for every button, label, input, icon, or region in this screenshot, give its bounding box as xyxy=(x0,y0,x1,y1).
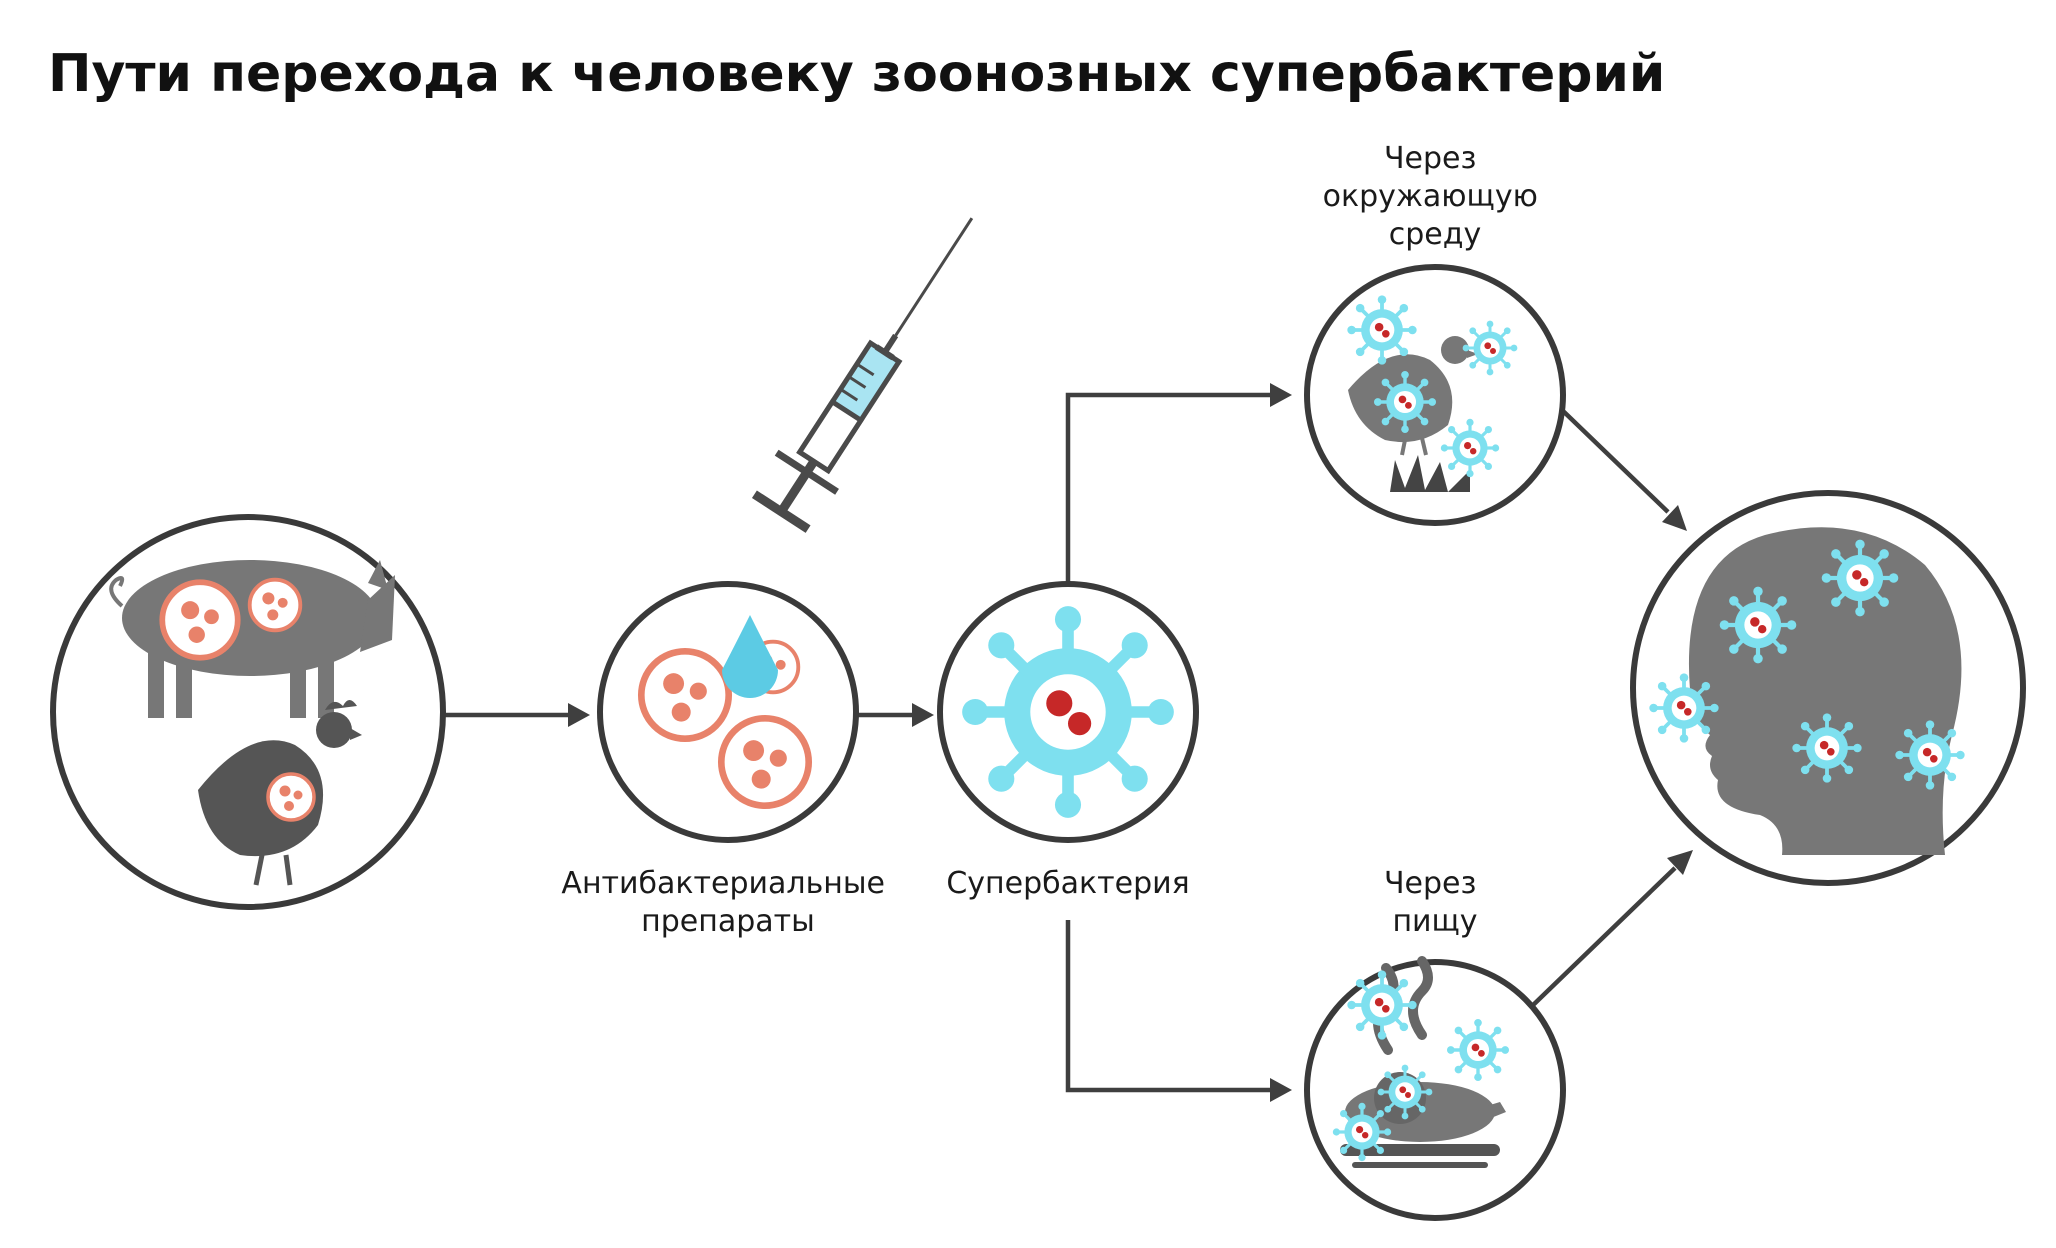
superbug-icon xyxy=(1331,1101,1393,1163)
superbug-icon xyxy=(1376,1063,1434,1121)
diagram-title: Пути перехода к человеку зоонозных супер… xyxy=(48,44,1665,104)
food-node xyxy=(1304,956,1566,1221)
animals-node xyxy=(50,514,446,910)
superbug-icon xyxy=(1720,587,1797,664)
chicken-icon xyxy=(198,700,362,886)
superbug-icon xyxy=(1445,1017,1511,1083)
bacterium-cell xyxy=(641,651,728,738)
connectors xyxy=(445,383,1693,1102)
pig-icon xyxy=(109,560,395,718)
drop-icon xyxy=(722,615,778,698)
syringe-icon xyxy=(751,217,974,533)
superbug-icon xyxy=(1345,968,1419,1042)
label-antibiotics: Антибактериальные препараты xyxy=(561,866,894,939)
human-node xyxy=(1630,490,2026,886)
grass-icon xyxy=(1390,455,1470,492)
arrow-food-to-human xyxy=(1528,866,1677,1010)
superbug-icon xyxy=(1461,319,1519,377)
superbug-icon xyxy=(1893,718,1967,792)
superbug-icon xyxy=(1822,540,1899,617)
superbug-icon xyxy=(962,606,1174,818)
antibiotics-node xyxy=(597,581,859,843)
arrow-superbug-to-environment xyxy=(1065,392,1270,585)
superbug-icon xyxy=(1345,293,1419,367)
bacterium-cell xyxy=(721,718,808,805)
superbug-icon xyxy=(1372,369,1438,435)
label-superbacterium: Супербактерия xyxy=(946,866,1189,901)
label-food: Через пищу xyxy=(1384,866,1486,939)
label-environment: Через окружающую среду xyxy=(1323,141,1548,252)
superbug-icon xyxy=(1790,711,1864,785)
arrow-environment-to-human xyxy=(1560,408,1670,514)
environment-node xyxy=(1304,264,1566,526)
superbug-icon xyxy=(1647,671,1721,745)
superbug-icon xyxy=(1439,417,1501,479)
arrow-superbug-to-food xyxy=(1065,920,1270,1093)
superbacterium-node xyxy=(937,581,1199,843)
